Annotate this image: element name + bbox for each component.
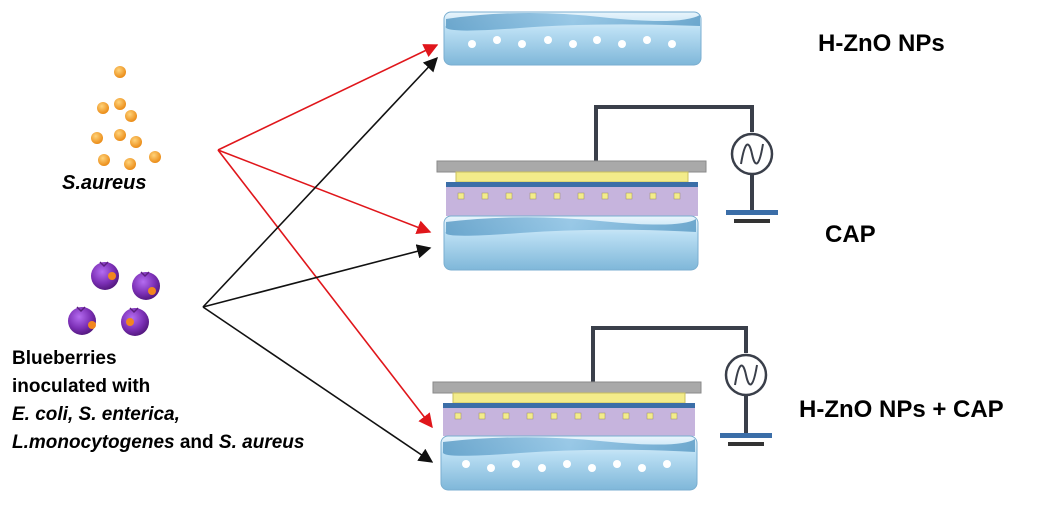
label-blueberries: Blueberries inoculated with E. coli, S. … [12,345,304,457]
s-aureus-cluster-icon [91,66,161,170]
arrows-from-blueberries [202,56,438,463]
blueberries-line-4a: L.monocytogenes [12,432,175,453]
blueberries-line-4c: S. aureus [218,432,305,453]
cap-plasma-device [436,105,754,271]
blueberries-line-2: inoculated with [12,376,151,397]
ac-power-source-icon-2 [724,353,768,433]
arrows-from-s-aureus [217,44,439,429]
blueberries-line-4b: and [174,432,219,453]
ground-symbol-icon [726,210,778,223]
label-cap: CAP [825,221,876,248]
blueberries-line-1: Blueberries [12,348,117,369]
label-h-zno-nps-plus-cap: H-ZnO NPs + CAP [799,396,1004,423]
petri-dish-h-zno [443,11,702,66]
label-s-aureus: S.aureus [62,172,147,194]
ac-power-source-icon [730,132,774,210]
blueberries-line-3: E. coli, S. enterica, [12,404,180,425]
label-h-zno-nps: H-ZnO NPs [818,30,945,57]
blueberries-icon [68,261,160,336]
ground-symbol-icon-2 [720,433,772,446]
cap-plasma-device-with-h-zno [432,326,748,491]
